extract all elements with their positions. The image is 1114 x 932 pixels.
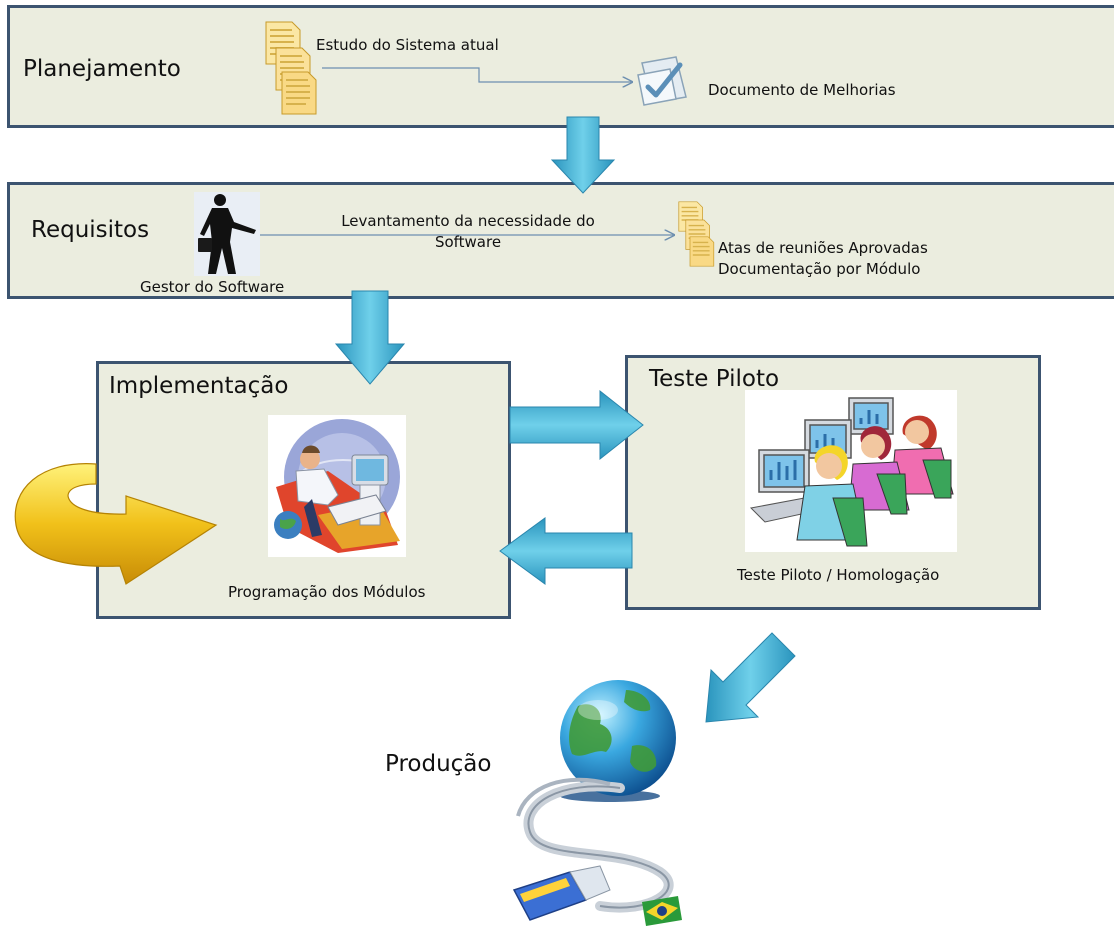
planejamento-title: Planejamento	[23, 56, 181, 82]
flow-line-planejamento	[322, 67, 632, 82]
down-arrow-requisitos-implementacao	[334, 290, 406, 385]
documents-stack-icon	[265, 21, 317, 115]
output-line2: Documentação por Módulo	[718, 260, 921, 278]
target-label: Documento de Melhorias	[708, 81, 896, 99]
businessman-silhouette-icon	[194, 192, 260, 276]
implementacao-caption: Programação dos Módulos	[228, 583, 426, 601]
diagonal-arrow-teste-producao	[705, 632, 796, 723]
documents-stack-small-icon	[678, 201, 715, 267]
output-line1: Atas de reuniões Aprovadas	[718, 239, 928, 257]
teste-piloto-caption: Teste Piloto / Homologação	[737, 566, 940, 584]
programmer-clipart-icon	[268, 415, 406, 557]
globe-network-cable-icon	[512, 680, 682, 926]
computer-users-clipart-icon	[745, 390, 957, 552]
planejamento-panel	[7, 5, 1114, 128]
implementacao-title: Implementação	[109, 373, 289, 399]
right-arrow-implementacao-teste	[509, 389, 644, 461]
left-arrow-teste-implementacao	[499, 517, 633, 585]
loop-arrow	[14, 463, 218, 585]
brazil-flag-icon	[642, 896, 682, 926]
producao-title: Produção	[385, 751, 492, 777]
checked-document-icon	[637, 56, 687, 106]
requisitos-title: Requisitos	[31, 217, 150, 243]
flow-label: Levantamento da necessidade do Software	[341, 212, 595, 251]
actor-label: Gestor do Software	[140, 278, 285, 296]
source-label: Estudo do Sistema atual	[316, 36, 499, 54]
down-arrow-planejamento-requisitos	[550, 116, 616, 194]
teste-piloto-title: Teste Piloto	[649, 366, 780, 392]
requisitos-panel	[7, 182, 1114, 299]
